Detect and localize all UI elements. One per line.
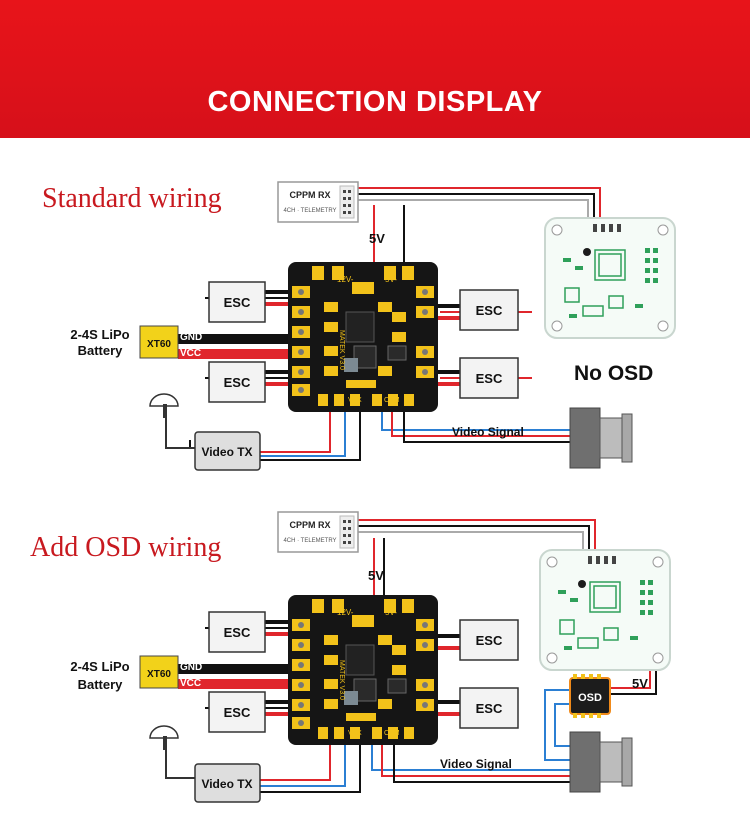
- svg-text:Video TX: Video TX: [201, 445, 252, 459]
- section-title-osd: Add OSD wiring: [30, 532, 222, 563]
- esc-label: ESC: [224, 295, 251, 310]
- svg-text:VTX: VTX: [348, 397, 362, 404]
- video-signal-label: Video Signal: [452, 425, 524, 439]
- gnd-wire: [178, 334, 290, 344]
- voltage-label: 5V: [632, 676, 648, 691]
- svg-text:CAM: CAM: [384, 397, 400, 404]
- svg-text:12V-: 12V-: [337, 275, 354, 284]
- svg-text:XT60: XT60: [147, 339, 171, 350]
- svg-text:CPPM RX: CPPM RX: [289, 520, 330, 530]
- esc-label: ESC: [476, 303, 503, 318]
- svg-text:MATEK V3.0: MATEK V3.0: [338, 330, 345, 370]
- section-title-standard: Standard wiring: [42, 183, 222, 214]
- battery-label: 2-4S LiPo: [70, 659, 129, 674]
- voltage-label: 5V: [369, 231, 385, 246]
- flight-controller: [539, 549, 671, 671]
- svg-text:GND: GND: [180, 662, 202, 673]
- section-osd: ESC ESC ESC ESC XT60 GND VCC 2-4S LiPo B…: [70, 511, 671, 803]
- xt60-connector: [139, 325, 179, 359]
- video-signal-label: Video Signal: [440, 757, 512, 771]
- vcc-wire: [178, 679, 290, 689]
- svg-text:Video TX: Video TX: [201, 777, 252, 791]
- cppm-receiver: [277, 511, 359, 553]
- esc-label: ESC: [476, 371, 503, 386]
- svg-text:MATEK V3.0: MATEK V3.0: [338, 660, 345, 700]
- cppm-receiver: [277, 181, 359, 223]
- flight-controller: [544, 217, 676, 339]
- power-distribution-board: [287, 594, 439, 746]
- battery-label: Battery: [78, 343, 124, 358]
- esc-box: [208, 361, 266, 403]
- svg-text:12V-: 12V-: [337, 608, 354, 617]
- battery-label: Battery: [78, 677, 124, 692]
- battery-label: 2-4S LiPo: [70, 327, 129, 342]
- camera: [569, 731, 633, 793]
- header-banner: CONNECTION DISPLAY: [0, 0, 750, 138]
- svg-text:CPPM RX: CPPM RX: [289, 190, 330, 200]
- video-tx: [194, 431, 261, 471]
- esc-label: ESC: [224, 705, 251, 720]
- svg-text:VCC: VCC: [180, 348, 201, 359]
- svg-text:VCC: VCC: [180, 678, 201, 689]
- svg-text:CAM: CAM: [384, 730, 400, 737]
- esc-label: ESC: [224, 375, 251, 390]
- svg-text:VTX: VTX: [348, 730, 362, 737]
- svg-text:4CH · TELEMETRY: 4CH · TELEMETRY: [283, 538, 336, 544]
- svg-text:5V-: 5V-: [385, 275, 397, 284]
- page-title: CONNECTION DISPLAY: [207, 86, 543, 118]
- xt60-connector: [139, 655, 179, 689]
- esc-box: [208, 691, 266, 733]
- power-distribution-board: [287, 261, 439, 413]
- esc-box: [459, 687, 519, 729]
- svg-text:GND: GND: [180, 332, 202, 343]
- voltage-label: 5V: [368, 568, 384, 583]
- camera: [569, 407, 633, 469]
- esc-label: ESC: [224, 625, 251, 640]
- esc-box: [208, 281, 266, 323]
- esc-box: [459, 357, 519, 399]
- no-osd-label: No OSD: [574, 362, 654, 385]
- svg-text:4CH · TELEMETRY: 4CH · TELEMETRY: [283, 208, 336, 214]
- esc-label: ESC: [476, 633, 503, 648]
- esc-box: [208, 611, 266, 653]
- esc-box: [459, 619, 519, 661]
- svg-text:XT60: XT60: [147, 669, 171, 680]
- svg-text:5V-: 5V-: [385, 608, 397, 617]
- section-standard: ESC ESC ESC ESC XT60 GND VCC 2-4S LiPo B…: [70, 181, 676, 471]
- video-tx: [194, 763, 261, 803]
- svg-text:OSD: OSD: [578, 692, 602, 704]
- gnd-wire: [178, 664, 290, 674]
- esc-label: ESC: [476, 701, 503, 716]
- vcc-wire: [178, 349, 290, 359]
- esc-box: [459, 289, 519, 331]
